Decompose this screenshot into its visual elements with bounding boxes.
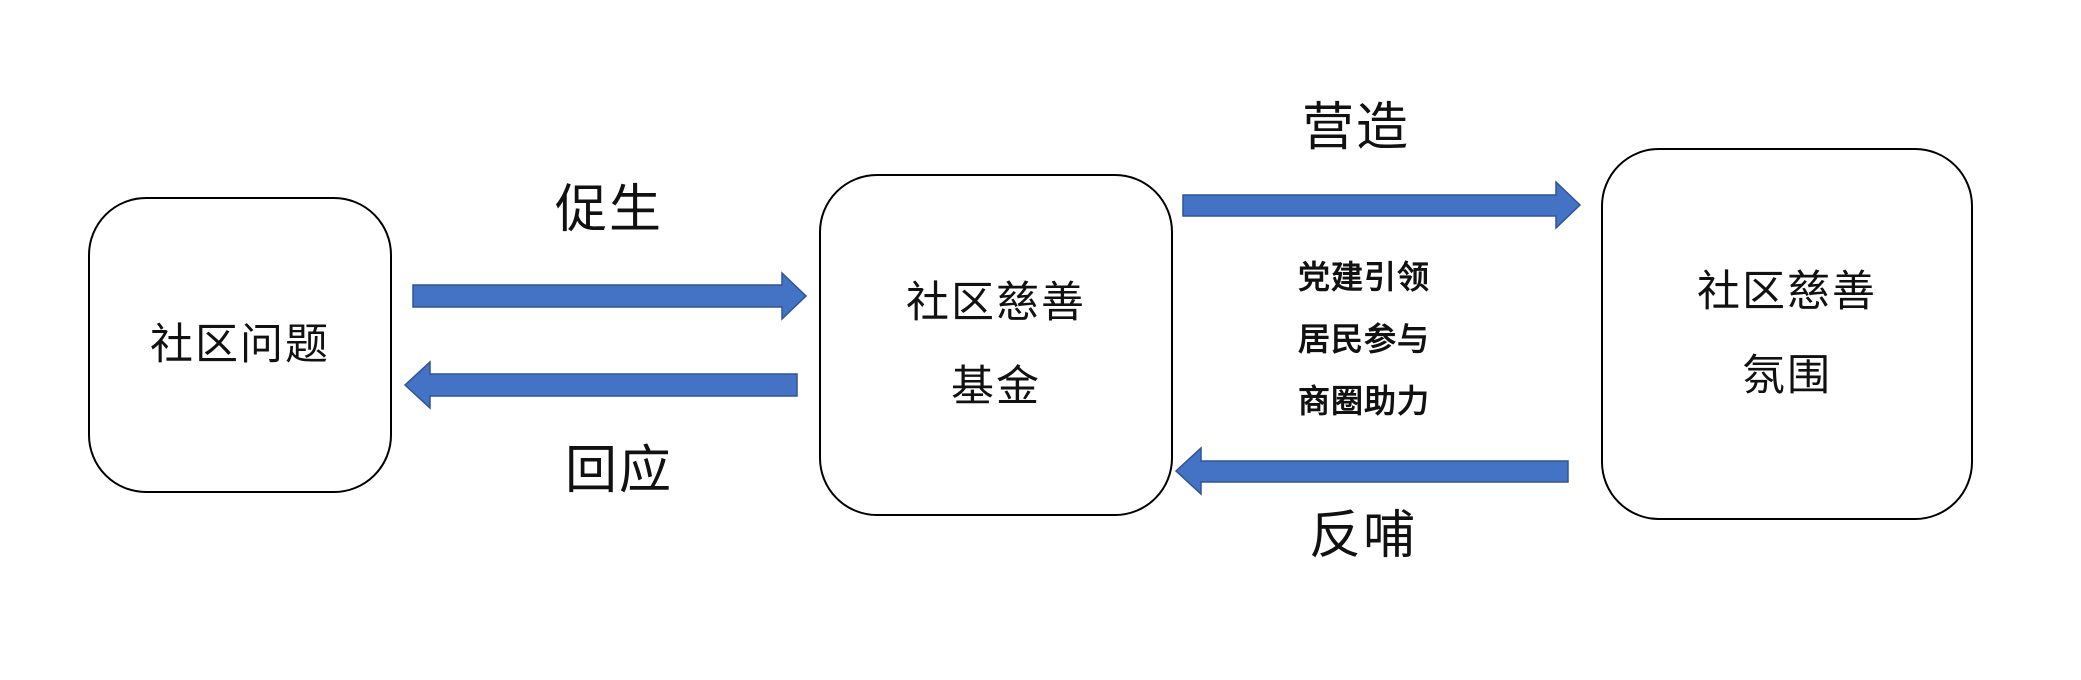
arrow-atmosphere-to-fund xyxy=(1174,446,1569,496)
note-party-leadership: 党建引领 xyxy=(1298,258,1431,296)
arrow-fund-to-atmosphere xyxy=(1182,180,1582,230)
edge-label-cusheng: 促生 xyxy=(555,180,664,240)
node-label-line: 社区慈善 xyxy=(1697,267,1877,317)
node-label-line: 社区慈善 xyxy=(906,278,1086,328)
note-resident-participation: 居民参与 xyxy=(1298,320,1431,358)
edge-label-yingzao: 营造 xyxy=(1302,98,1411,158)
edge-label-huiying: 回应 xyxy=(565,441,674,501)
edge-label-fanbu: 反哺 xyxy=(1309,506,1418,566)
arrow-problem-to-fund xyxy=(412,271,808,321)
support-notes: 党建引领 居民参与 商圈助力 xyxy=(1298,246,1430,432)
node-community-charity-fund: 社区慈善 基金 xyxy=(819,174,1173,516)
arrow-fund-to-problem xyxy=(403,360,798,410)
node-label-line: 基金 xyxy=(951,362,1041,412)
node-label-line: 社区问题 xyxy=(150,320,330,370)
note-business-support: 商圈助力 xyxy=(1298,382,1431,420)
node-label-line: 氛围 xyxy=(1742,351,1832,401)
node-community-charity-atmosphere: 社区慈善 氛围 xyxy=(1601,148,1973,520)
node-community-problem: 社区问题 xyxy=(88,197,392,493)
